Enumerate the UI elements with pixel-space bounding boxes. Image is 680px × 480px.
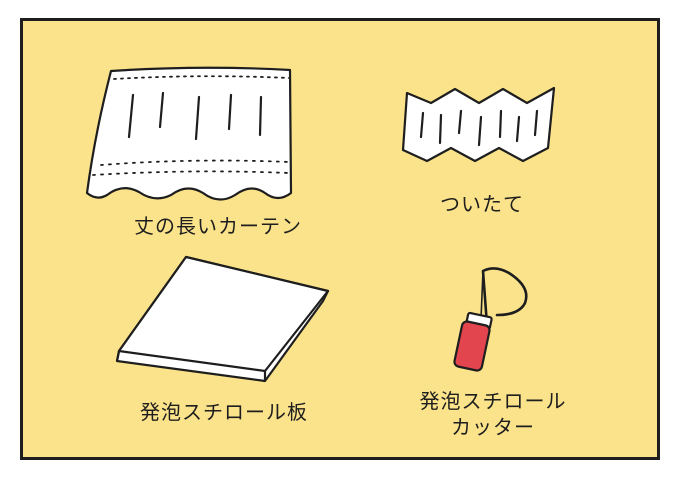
styrofoam-cutter-label-line1: 発泡スチロール xyxy=(419,389,567,413)
folding-screen-icon xyxy=(401,86,556,163)
styrofoam-cutter-icon xyxy=(453,267,528,372)
illustration-panel: 丈の長いカーテン ついたて 発泡スチロール板 発泡スチロール カッター xyxy=(20,18,660,460)
panel-art xyxy=(23,21,657,457)
styrofoam-cutter-label: 発泡スチロール カッター xyxy=(378,388,608,440)
styrofoam-board-label: 発泡スチロール板 xyxy=(140,400,308,424)
folding-screen-label: ついたて xyxy=(440,192,524,216)
styrofoam-cutter-label-line2: カッター xyxy=(451,415,535,439)
long-curtain-icon xyxy=(85,66,293,201)
styrofoam-board-icon xyxy=(115,255,330,383)
long-curtain-label: 丈の長いカーテン xyxy=(134,214,302,238)
